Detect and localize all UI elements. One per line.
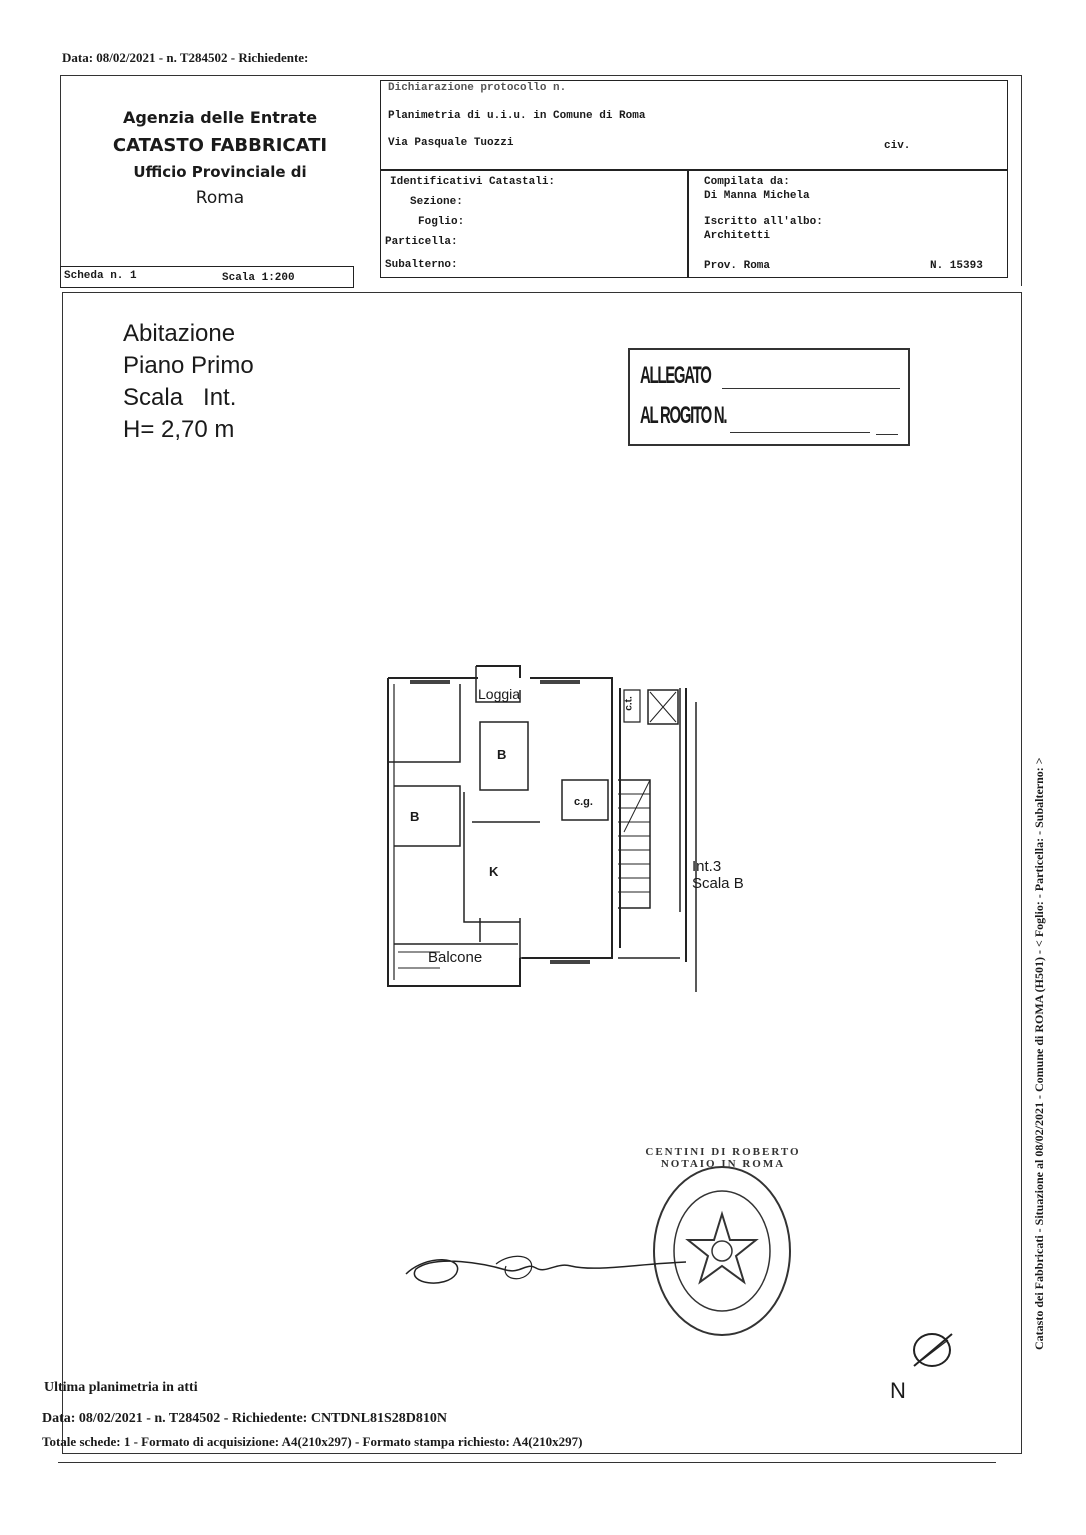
plan-scala: Scala Int. — [123, 384, 237, 411]
plan-height: H= 2,70 m — [123, 416, 235, 443]
room-cg: c.g. — [574, 796, 593, 808]
planimetria-label: Planimetria di u.i.u. in Comune di Roma — [388, 110, 646, 122]
compilata-box — [688, 170, 1008, 278]
allegato-line1: ALLEGATO — [640, 362, 712, 389]
allegato-rule2 — [730, 432, 870, 433]
room-balcone: Balcone — [428, 949, 483, 966]
plan-info: Abitazione Piano Primo Scala Int. H= 2,7… — [123, 318, 254, 446]
plan-floor: Piano Primo — [123, 352, 254, 379]
registration-number: N. 15393 — [930, 260, 983, 272]
allegato-rule3 — [876, 434, 898, 435]
room-ct: c.t. — [623, 696, 635, 711]
iscritto-label: Iscritto all'albo: — [704, 216, 823, 228]
foglio-label: Foglio: — [418, 216, 465, 228]
albo-value: Architetti — [704, 230, 771, 242]
side-cadastral-text: Catasto dei Fabbricati - Situazione al 0… — [1032, 757, 1046, 1350]
footer-line2: Data: 08/02/2021 - n. T284502 - Richiede… — [42, 1411, 447, 1426]
compilata-label: Compilata da: — [704, 176, 790, 188]
footer-line3: Totale schede: 1 - Formato di acquisizio… — [42, 1434, 583, 1449]
declaration-box — [380, 80, 1008, 170]
dichiarazione-label: Dichiarazione protocollo n. — [388, 82, 567, 94]
allegato-rule1 — [722, 388, 900, 389]
agency-line4: Roma — [195, 188, 245, 208]
subalterno-label: Subalterno: — [385, 259, 458, 271]
request-line: Data: 08/02/2021 - n. T284502 - Richiede… — [62, 50, 309, 65]
agency-line3: Ufficio Provinciale di — [133, 163, 307, 181]
plan-type: Abitazione — [123, 320, 236, 347]
room-bath-1: B — [497, 747, 507, 762]
agency-line2: CATASTO FABBRICATI — [112, 135, 328, 156]
prov-value: Prov. Roma — [704, 260, 771, 272]
north-arrow-icon — [913, 1333, 953, 1367]
allegato-line2: AL ROGITO N. — [640, 402, 727, 429]
agency-line1: Agenzia delle Entrate — [122, 108, 318, 127]
identificativi-title: Identificativi Catastali: — [390, 176, 556, 188]
identificativi-box — [380, 170, 688, 278]
scheda-label: Scheda n. 1 — [64, 270, 137, 282]
allegato-stamp: ALLEGATO AL ROGITO N. — [628, 348, 910, 446]
scala-b-label: Scala B — [692, 875, 744, 892]
signature — [405, 1255, 687, 1284]
sezione-label: Sezione: — [410, 196, 463, 208]
seal-text: CENTINI DI ROBERTO NOTAIO IN ROMA — [645, 1146, 801, 1170]
footer-rule — [58, 1462, 996, 1463]
int-label: Int.3 — [692, 858, 722, 875]
header-frame — [60, 75, 1022, 286]
address-label: Via Pasquale Tuozzi — [388, 137, 514, 149]
room-bath-2: B — [410, 809, 420, 824]
scala-label: Scala 1:200 — [222, 272, 295, 284]
unit-label: Int.3 Scala B — [692, 858, 744, 892]
particella-label: Particella: — [385, 236, 458, 248]
room-kitchen: K — [489, 864, 499, 879]
civ-label: civ. — [884, 140, 911, 152]
north-label: N — [890, 1378, 906, 1403]
scheda-box — [60, 266, 354, 288]
footer-line1: Ultima planimetria in atti — [44, 1380, 198, 1395]
room-loggia: Loggia — [478, 686, 521, 702]
floor-plan — [387, 665, 697, 992]
compilata-name: Di Manna Michela — [704, 190, 810, 202]
notary-seal: CENTINI DI ROBERTO NOTAIO IN ROMA — [645, 1146, 799, 1340]
drawing-frame — [62, 292, 1022, 1454]
